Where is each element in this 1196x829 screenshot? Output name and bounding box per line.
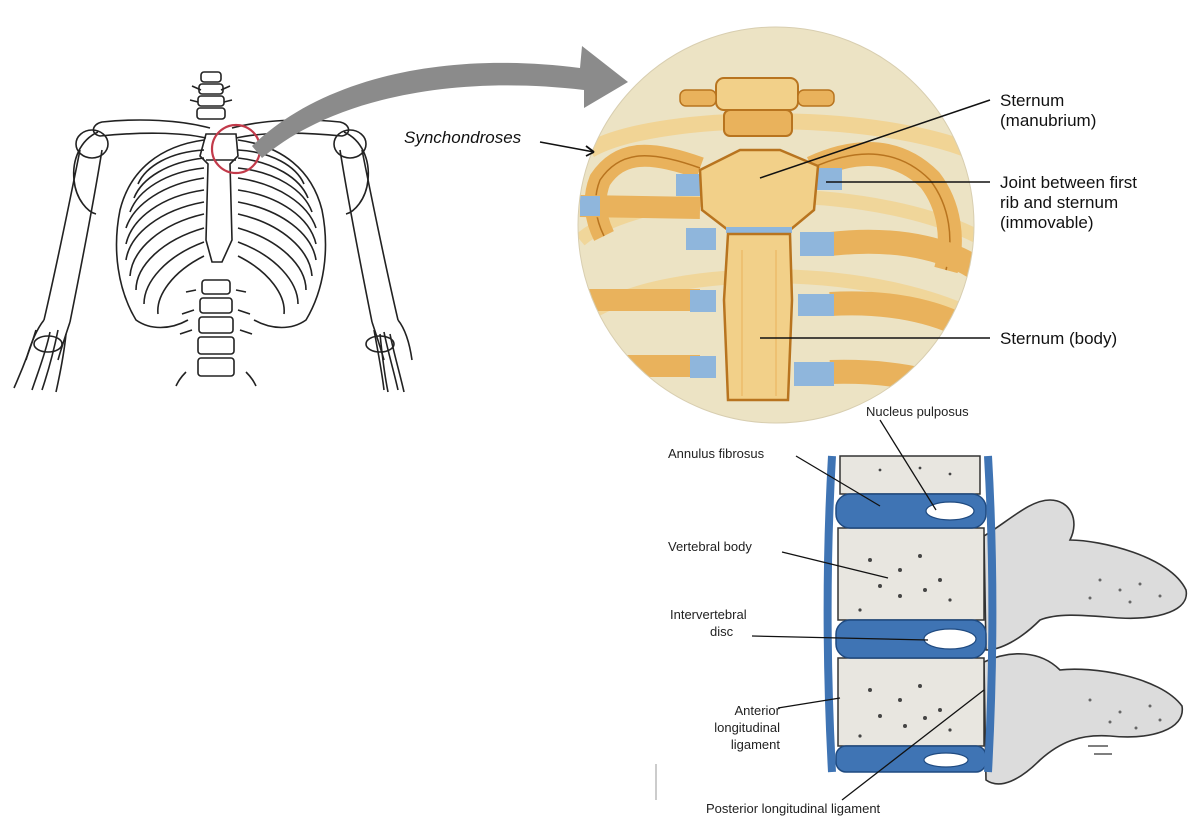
first-rib-joint-label: Joint between first rib and sternum (imm… [1000, 173, 1137, 233]
ivd-label-line1: Intervertebral [670, 606, 747, 623]
vertebral-body-label: Vertebral body [668, 538, 752, 555]
synchondroses-label: Synchondroses [404, 128, 521, 148]
joint-label-line2: rib and sternum [1000, 193, 1137, 213]
anterior-label-line1: Anterior [688, 702, 780, 719]
sternum-body-label: Sternum (body) [1000, 329, 1117, 349]
ivd-label-line2: disc [670, 623, 747, 640]
highlight-circle [212, 125, 260, 173]
intervertebral-disc-label: Intervertebral disc [670, 606, 747, 640]
anterior-ligament-label: Anterior longitudinal ligament [688, 702, 780, 753]
posterior-ligament-label: Posterior longitudinal ligament [706, 800, 880, 817]
vertebral-column-drawing [828, 456, 1187, 784]
sternum-closeup [578, 27, 1000, 423]
anterior-label-line2: longitudinal [688, 719, 780, 736]
joint-label-line1: Joint between first [1000, 173, 1137, 193]
sternum-outline [200, 134, 238, 262]
manubrium-label-line1: Sternum [1000, 91, 1096, 111]
manubrium-label: Sternum (manubrium) [1000, 91, 1096, 131]
left-arm [14, 130, 108, 392]
right-arm [334, 130, 412, 392]
cervical-spine [190, 72, 232, 119]
anterior-label-line3: ligament [688, 736, 780, 753]
manubrium-label-line2: (manubrium) [1000, 111, 1096, 131]
skeleton-drawing [14, 72, 412, 392]
lumbar-spine [180, 280, 252, 376]
joint-label-line3: (immovable) [1000, 213, 1137, 233]
annulus-fibrosus-label: Annulus fibrosus [668, 445, 764, 462]
nucleus-pulposus-label: Nucleus pulposus [866, 403, 969, 420]
